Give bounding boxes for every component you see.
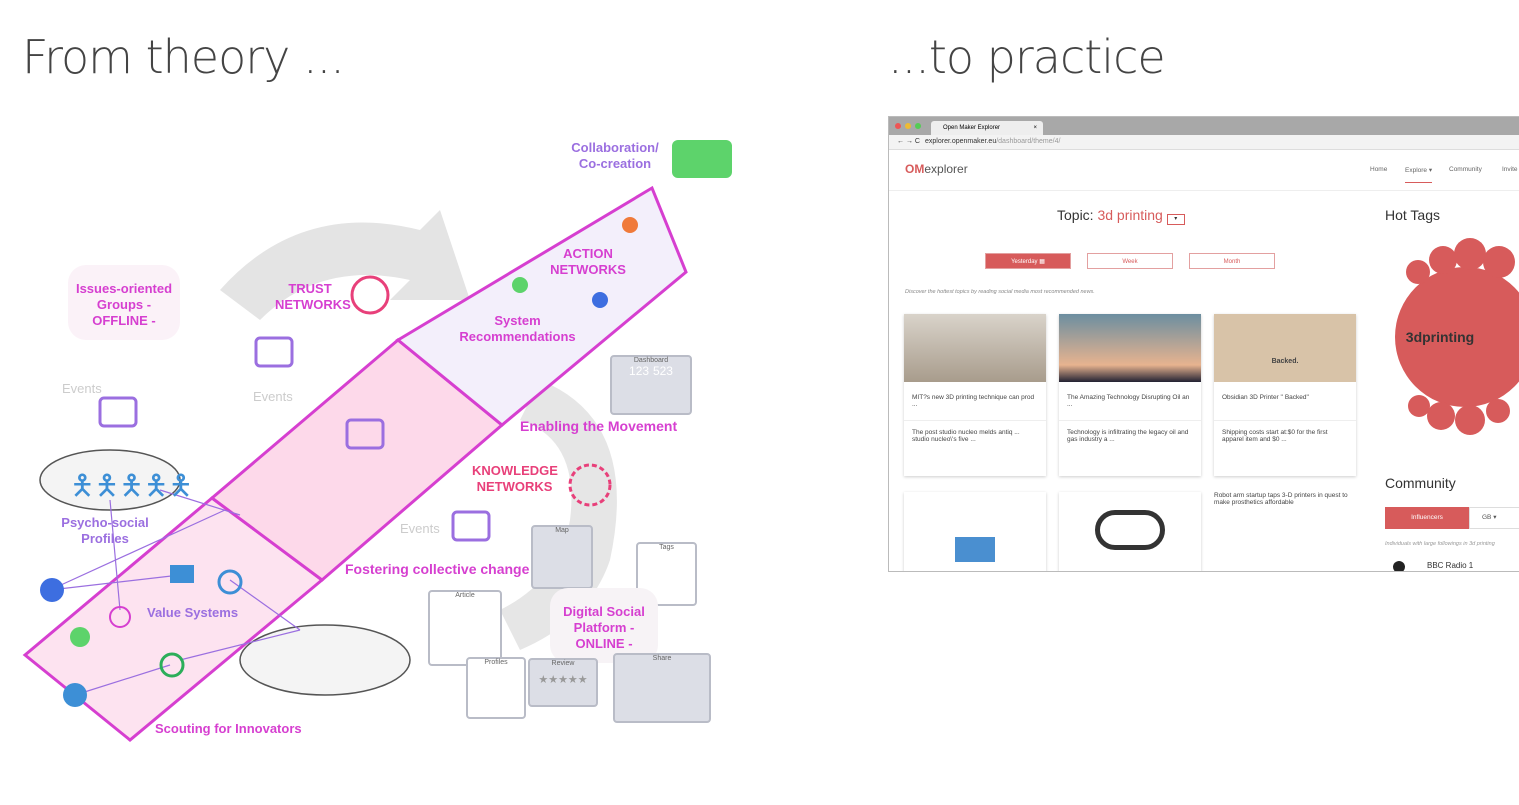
region-dropdown[interactable]: GB ▾ [1469, 507, 1519, 529]
news-card[interactable]: The Amazing Technology Disrupting Oil an… [1059, 314, 1201, 476]
article-mockup: Article [428, 590, 502, 666]
news-card[interactable]: MIT?s new 3D printing technique can prod… [904, 314, 1046, 476]
community-description: Individuals with large followings in 3d … [1385, 541, 1495, 547]
peace-icon [217, 569, 243, 595]
site-navbar: OMexplorer Home Explore ▾ Community Invi… [889, 150, 1519, 191]
user-icon [63, 683, 87, 707]
news-image [1059, 314, 1201, 382]
value-systems-label: Value Systems [147, 605, 239, 620]
share-mockup: Share [613, 653, 711, 723]
trust-network-icon [350, 275, 390, 315]
people-cloud-right [239, 624, 411, 696]
runner-icon [512, 277, 528, 293]
profiles-mockup: Profiles [466, 657, 526, 719]
community-member[interactable]: BBC Radio 1 [1427, 561, 1474, 570]
calendar-icon [254, 336, 294, 368]
recycle-icon [70, 627, 90, 647]
diagram-shapes: 🯅🯅🯅🯅🯅 [22, 140, 732, 742]
tag-bubble[interactable] [1486, 399, 1510, 423]
system-recommendations-label: System Recommendations [459, 313, 576, 344]
browser-tab[interactable]: Open Maker Explorer× [931, 121, 1043, 135]
news-card[interactable]: Robot arm startup taps 3-D printers in q… [1214, 492, 1356, 571]
month-button[interactable]: Month [1189, 253, 1275, 269]
scouting-label: Scouting for Innovators [155, 721, 302, 736]
right-title: ...to practice [888, 30, 1166, 84]
collaboration-icon [672, 140, 732, 178]
tag-bubble[interactable] [1408, 395, 1430, 417]
close-window-button[interactable] [895, 123, 901, 129]
news-image [1095, 510, 1165, 550]
left-title: From theory ... [22, 30, 345, 84]
nav-explore[interactable]: Explore ▾ [1405, 166, 1433, 183]
events-label: Events [400, 521, 440, 536]
nav-community[interactable]: Community [1449, 166, 1482, 173]
news-card[interactable]: Backed.Obsidian 3D Printer '' Backed''Sh… [1214, 314, 1356, 476]
close-tab-icon[interactable]: × [1033, 125, 1037, 131]
topic-heading: Topic: 3d printing ▾ [1057, 207, 1185, 225]
browser-titlebar: Open Maker Explorer× [889, 117, 1519, 135]
news-image: Backed. [1214, 314, 1356, 382]
news-image [904, 314, 1046, 382]
recommendation-runner-icon [622, 217, 638, 233]
logo[interactable]: OMexplorer [905, 162, 968, 176]
tag-bubble[interactable] [1454, 238, 1486, 270]
connection-lines [49, 489, 301, 696]
collaboration-label: Collaboration/ Co-creation [571, 140, 659, 171]
knowledge-networks-label: KNOWLEDGE NETWORKS [472, 463, 558, 494]
tag-bubble[interactable] [1455, 405, 1485, 435]
review-mockup: Review★★★★★ [528, 658, 598, 707]
news-image [955, 500, 995, 562]
people-cloud-left [39, 449, 181, 511]
tag-bubble[interactable] [1427, 402, 1455, 430]
events-label: Events [253, 389, 293, 404]
calendar-icon [98, 396, 138, 428]
runner-icon [592, 292, 608, 308]
nav-invite[interactable]: Invite [1502, 166, 1518, 173]
enabling-label: Enabling the Movement [520, 418, 678, 434]
yesterday-button[interactable]: Yesterday ▦ [985, 253, 1071, 269]
tag-bubble-main[interactable]: 3dprinting [1395, 267, 1519, 407]
bank-icon [170, 565, 194, 583]
tag-bubble[interactable] [1406, 260, 1430, 284]
nav-arrows-icon[interactable]: ← → C [897, 138, 920, 145]
minimize-window-button[interactable] [905, 123, 911, 129]
user-icon [40, 578, 64, 602]
trust-networks-label: TRUST NETWORKS [275, 281, 351, 312]
tag-bubble[interactable] [1429, 246, 1457, 274]
svg-text:🯅🯅🯅🯅🯅: 🯅🯅🯅🯅🯅 [70, 470, 193, 501]
calendar-icon [451, 510, 491, 542]
fostering-label: Fostering collective change [345, 561, 530, 577]
week-button[interactable]: Week [1087, 253, 1173, 269]
news-card[interactable] [1059, 492, 1201, 571]
topic-dropdown[interactable]: ▾ [1166, 214, 1185, 225]
hot-tags-heading: Hot Tags [1385, 207, 1440, 223]
issues-groups-label: Issues-oriented Groups - OFFLINE - [68, 265, 180, 340]
people-icons: 🯅🯅🯅🯅🯅 [70, 470, 193, 501]
calendar-icon [345, 418, 385, 450]
community-heading: Community [1385, 475, 1456, 491]
digital-platform-label: Digital Social Platform - ONLINE - [550, 588, 658, 663]
nav-home[interactable]: Home [1370, 166, 1388, 173]
map-mockup: Map [531, 525, 593, 589]
tag-bubble[interactable] [1483, 246, 1515, 278]
psycho-social-label: Psycho-social Profiles [61, 515, 149, 546]
grey-arrow-top [220, 210, 470, 320]
knowledge-brain-icon [568, 463, 612, 507]
dollar-icon [159, 652, 185, 678]
atom-icon [109, 606, 131, 628]
band-enabling [395, 185, 688, 427]
events-label: Events [62, 381, 102, 396]
news-card[interactable] [904, 492, 1046, 571]
discover-text: Discover the hottest topics by reading s… [905, 289, 1095, 295]
maximize-window-button[interactable] [915, 123, 921, 129]
influencers-tab[interactable]: Influencers [1385, 507, 1469, 529]
avatar [1393, 561, 1405, 571]
action-networks-label: ACTION NETWORKS [550, 246, 626, 277]
